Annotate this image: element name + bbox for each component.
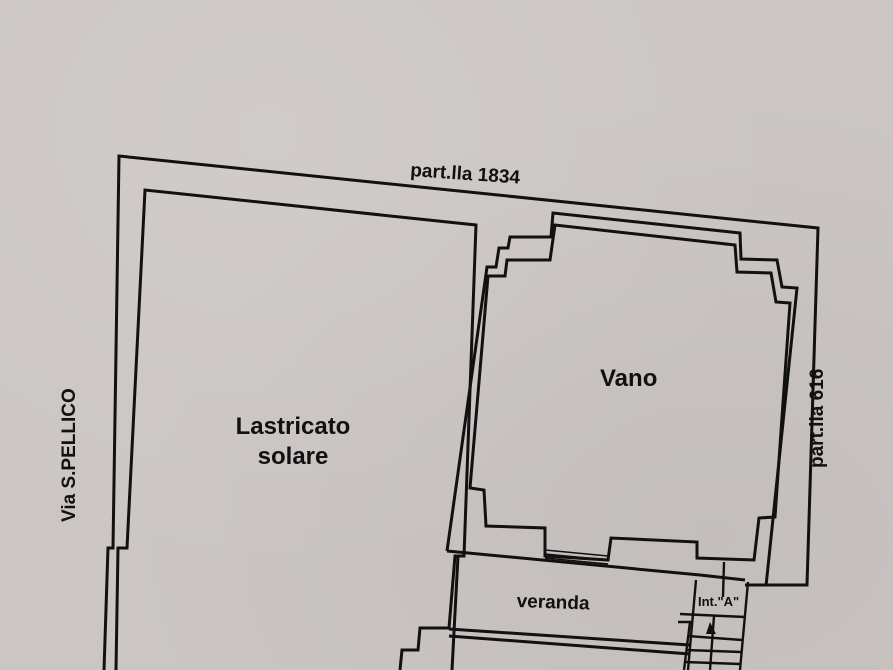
room-label-lastricato: Lastricato solare: [228, 415, 358, 469]
veranda-bottom-wall-2: [448, 634, 691, 656]
room-label-lastricato-line2: solare: [257, 443, 329, 470]
outer-wall: [102, 154, 820, 670]
room-label-vano: Vano: [600, 365, 658, 392]
street-label-left: Via S.PELLICO: [59, 388, 80, 522]
veranda-bottom-wall: [448, 627, 691, 647]
stair-arrow-head: [706, 622, 716, 634]
room-label-lastricato-line1: Lastricato: [235, 413, 351, 440]
veranda-top-wall: [446, 549, 746, 582]
stair-label: Int."A": [698, 594, 740, 609]
veranda-left-wall: [450, 555, 460, 670]
lastricato-boundary: [114, 188, 478, 670]
boundary-label-right: part.lla 616: [807, 368, 828, 468]
room-label-veranda: veranda: [516, 591, 590, 615]
vano-outer-wall: [445, 211, 799, 587]
vano-inner-wall: [468, 223, 792, 562]
stair: [678, 561, 750, 670]
window-hatch: [544, 549, 609, 565]
